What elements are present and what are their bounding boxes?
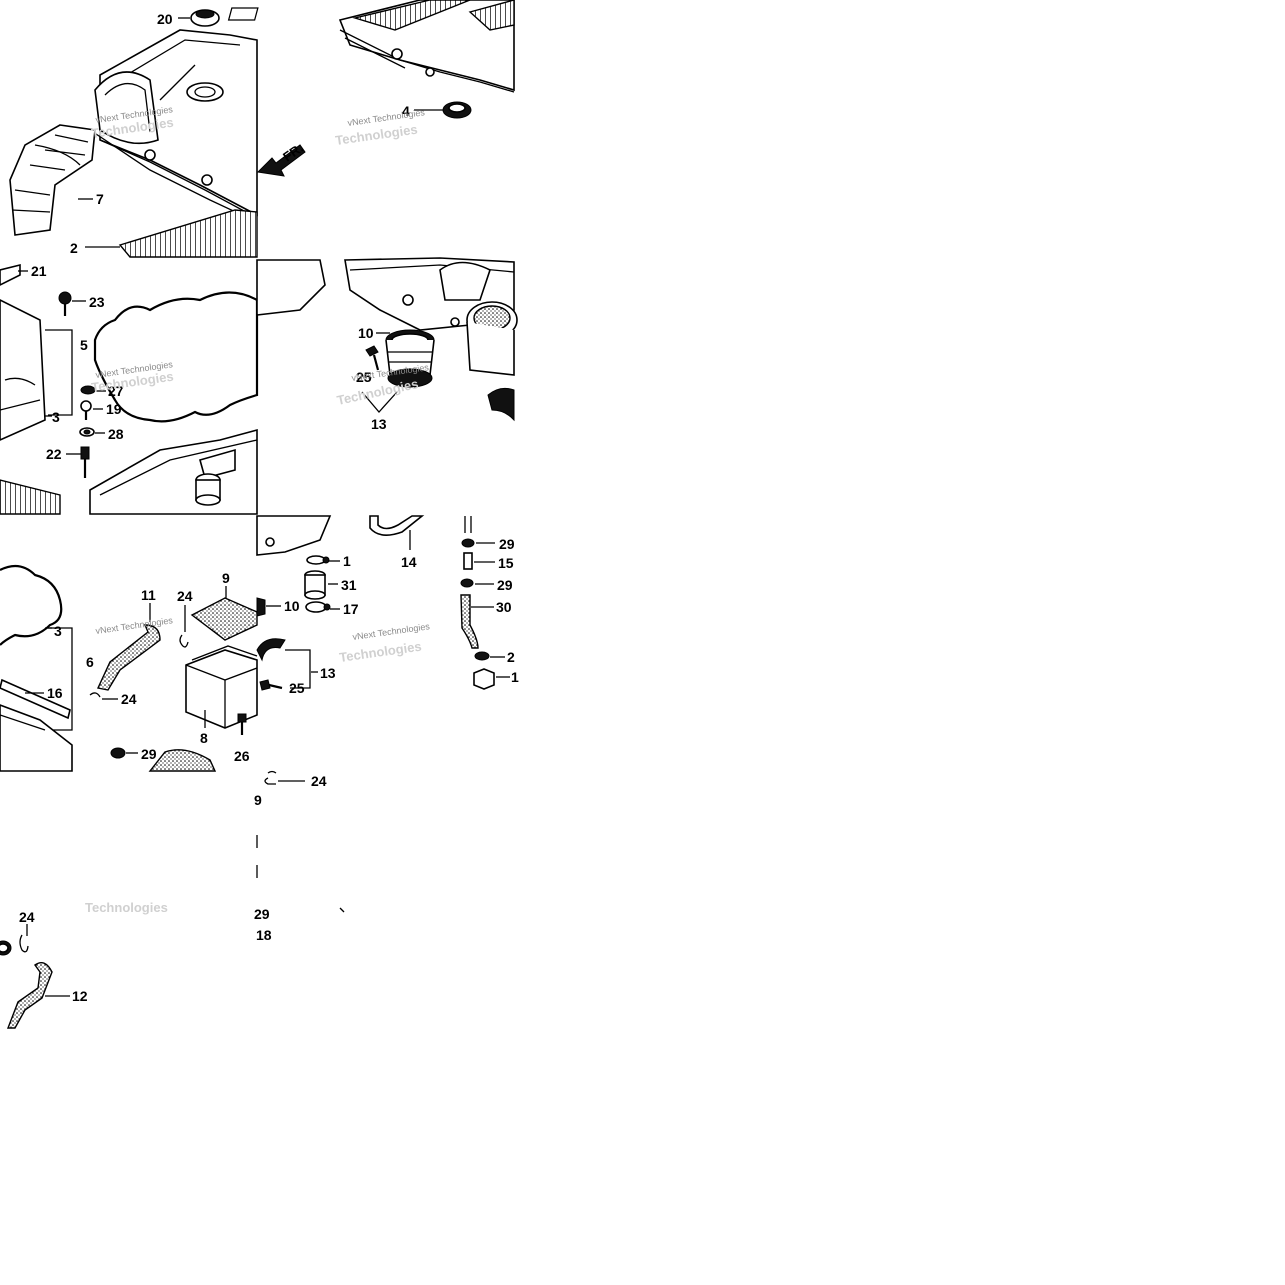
callout-17: 17 bbox=[343, 601, 359, 617]
tile-drain-hose: Technologies 24 12 bbox=[0, 900, 168, 1029]
callout-15: 15 bbox=[498, 555, 514, 571]
callout-16: 16 bbox=[47, 685, 63, 701]
callout-2b: 2 bbox=[507, 649, 515, 665]
watermark-4b: Technologies bbox=[336, 376, 420, 408]
tile-crankcase-breather: 14 1 31 17 10 13 25 29 bbox=[256, 515, 519, 696]
callout-22: 22 bbox=[46, 446, 62, 462]
tile-filter-housing: 4 vNext Technologies Technologies bbox=[334, 0, 515, 148]
callout-8: 8 bbox=[200, 730, 208, 746]
watermark-7: Technologies bbox=[85, 900, 168, 915]
callout-26: 26 bbox=[234, 748, 250, 764]
callout-9: 9 bbox=[222, 570, 230, 586]
callout-27: 27 bbox=[108, 383, 124, 399]
callout-25b: 25 bbox=[289, 680, 305, 696]
callout-29f: 29 bbox=[254, 906, 270, 922]
callout-10b: 10 bbox=[284, 598, 300, 614]
callout-31: 31 bbox=[341, 577, 357, 593]
callout-20: 20 bbox=[157, 11, 173, 27]
callout-23: 23 bbox=[89, 294, 105, 310]
tile-intake-joint: 10 25 13 vNext Technologies Technologies bbox=[256, 257, 518, 432]
callout-3: 3 bbox=[52, 409, 60, 425]
callout-13b: 13 bbox=[320, 665, 336, 681]
callout-11: 11 bbox=[141, 587, 156, 603]
callout-24c: 24 bbox=[19, 909, 35, 925]
callout-10: 10 bbox=[358, 325, 374, 341]
callout-18: 18 bbox=[256, 927, 272, 943]
watermark-5: vNext Technologies bbox=[95, 615, 174, 636]
callout-24: 24 bbox=[177, 588, 193, 604]
callout-13: 13 bbox=[371, 416, 387, 432]
tile-drain-and-tubes: 3 6 16 11 24 24 9 8 26 2 bbox=[0, 564, 258, 772]
callout-9b: 9 bbox=[254, 792, 262, 808]
callout-29b: 29 bbox=[499, 536, 515, 552]
callout-14: 14 bbox=[401, 554, 417, 570]
callout-29c: 29 bbox=[497, 577, 513, 593]
callout-4: 4 bbox=[402, 103, 410, 119]
tile-lower-fasteners: 24 9 29 18 bbox=[254, 770, 345, 943]
tile-air-cleaner-cover: 20 7 FR. 2 vNext Technologies Technologi… bbox=[9, 7, 306, 258]
callout-1: 1 bbox=[343, 553, 351, 569]
callout-7: 7 bbox=[96, 191, 104, 207]
tile-gasket-and-case: 21 23 5 3 27 19 28 22 bbox=[0, 263, 259, 515]
callout-6: 6 bbox=[86, 654, 94, 670]
callout-12: 12 bbox=[72, 988, 88, 1004]
callout-25: 25 bbox=[356, 369, 372, 385]
watermark-6b: Technologies bbox=[338, 639, 422, 665]
callout-28: 28 bbox=[108, 426, 124, 442]
callout-2: 2 bbox=[70, 240, 78, 256]
callout-5: 5 bbox=[80, 337, 88, 353]
callout-30: 30 bbox=[496, 599, 512, 615]
callout-24b: 24 bbox=[121, 691, 137, 707]
callout-29: 29 bbox=[141, 746, 157, 762]
callout-21: 21 bbox=[31, 263, 47, 279]
callout-1b: 1 bbox=[511, 669, 519, 685]
callout-3b: 3 bbox=[54, 623, 62, 639]
callout-24d: 24 bbox=[311, 773, 327, 789]
callout-19: 19 bbox=[106, 401, 122, 417]
